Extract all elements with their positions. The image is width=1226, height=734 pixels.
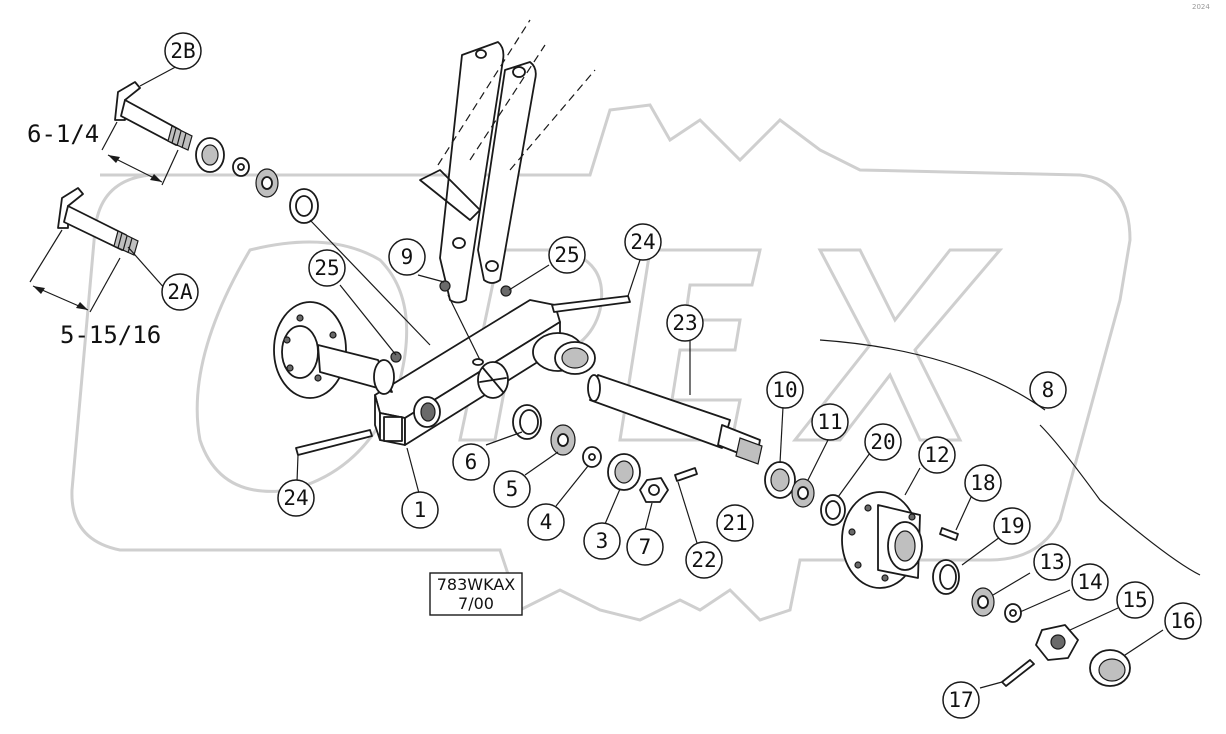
callout-6: 6 xyxy=(452,443,490,481)
svg-text:7: 7 xyxy=(639,535,652,559)
svg-text:24: 24 xyxy=(630,230,655,254)
callout-7: 7 xyxy=(626,528,664,566)
callout-3: 3 xyxy=(583,522,621,560)
svg-text:4: 4 xyxy=(540,510,553,534)
callout-2a: 2A xyxy=(161,273,199,311)
svg-text:8: 8 xyxy=(1042,378,1055,402)
callout-20: 20 xyxy=(864,423,902,461)
svg-text:20: 20 xyxy=(870,430,895,454)
callout-10: 10 xyxy=(766,371,804,409)
callout-17: 17 xyxy=(942,681,980,719)
callout-5: 5 xyxy=(493,470,531,508)
svg-text:14: 14 xyxy=(1077,570,1102,594)
drawing-stamp: 783WKAX 7/00 xyxy=(429,572,523,616)
callout-4: 4 xyxy=(527,503,565,541)
svg-text:11: 11 xyxy=(817,410,842,434)
svg-text:3: 3 xyxy=(596,529,609,553)
callout-19: 19 xyxy=(993,507,1031,545)
outer-bearing-set xyxy=(764,461,846,526)
callout-24-top: 24 xyxy=(624,223,662,261)
hub-outer-parts xyxy=(932,559,1131,687)
svg-text:10: 10 xyxy=(772,378,797,402)
wheel-hub xyxy=(841,491,959,589)
callout-bubbles: 2B 2A 25 9 25 24 23 10 11 20 12 8 18 19 … xyxy=(161,32,1202,719)
callout-22: 22 xyxy=(685,541,723,579)
spindle-shaft xyxy=(587,374,763,465)
callout-11: 11 xyxy=(811,403,849,441)
bolt-2a xyxy=(57,187,139,256)
svg-text:6: 6 xyxy=(465,450,478,474)
svg-text:21: 21 xyxy=(722,511,747,535)
upper-bearing-set xyxy=(195,137,431,346)
small-fittings xyxy=(295,280,631,456)
svg-text:18: 18 xyxy=(970,471,995,495)
leader-lines xyxy=(127,62,1201,689)
svg-text:22: 22 xyxy=(691,548,716,572)
svg-text:783WKAX: 783WKAX xyxy=(437,575,516,594)
svg-text:15: 15 xyxy=(1122,588,1147,612)
callout-8: 8 xyxy=(1029,371,1067,409)
callout-16: 16 xyxy=(1164,602,1202,640)
svg-text:1: 1 xyxy=(414,498,427,522)
svg-text:7/00: 7/00 xyxy=(458,594,494,613)
bolt-2b xyxy=(114,81,193,151)
svg-text:13: 13 xyxy=(1039,550,1064,574)
callout-14: 14 xyxy=(1071,563,1109,601)
dimension-lines xyxy=(29,121,179,313)
callout-2b: 2B xyxy=(164,32,202,70)
svg-text:9: 9 xyxy=(401,245,414,269)
callout-15: 15 xyxy=(1116,581,1154,619)
callout-12: 12 xyxy=(918,436,956,474)
svg-text:23: 23 xyxy=(672,311,697,335)
callout-1: 1 xyxy=(401,491,439,529)
mounting-bracket xyxy=(419,19,596,304)
callout-23: 23 xyxy=(666,304,704,342)
svg-text:16: 16 xyxy=(1170,609,1195,633)
callout-18: 18 xyxy=(964,464,1002,502)
svg-text:25: 25 xyxy=(554,243,579,267)
svg-text:2B: 2B xyxy=(170,39,195,63)
callout-21: 21 xyxy=(716,504,754,542)
svg-text:12: 12 xyxy=(924,443,949,467)
svg-text:19: 19 xyxy=(999,514,1024,538)
svg-text:24: 24 xyxy=(283,486,308,510)
callout-25-right: 25 xyxy=(548,236,586,274)
corner-mark: 2024 xyxy=(1192,3,1210,11)
callout-24-bottom: 24 xyxy=(277,479,315,517)
dimension-upper: 6-1/4 xyxy=(27,120,99,148)
svg-text:2A: 2A xyxy=(167,280,193,304)
left-spindle xyxy=(273,301,395,399)
callout-25-left: 25 xyxy=(308,249,346,287)
svg-text:25: 25 xyxy=(314,256,339,280)
svg-text:17: 17 xyxy=(948,688,973,712)
callout-9: 9 xyxy=(388,238,426,276)
axle-beam xyxy=(374,299,596,446)
svg-text:5: 5 xyxy=(506,477,519,501)
dimension-lower: 5-15/16 xyxy=(60,321,161,349)
inner-bearing-set xyxy=(512,404,698,503)
callout-13: 13 xyxy=(1033,543,1071,581)
